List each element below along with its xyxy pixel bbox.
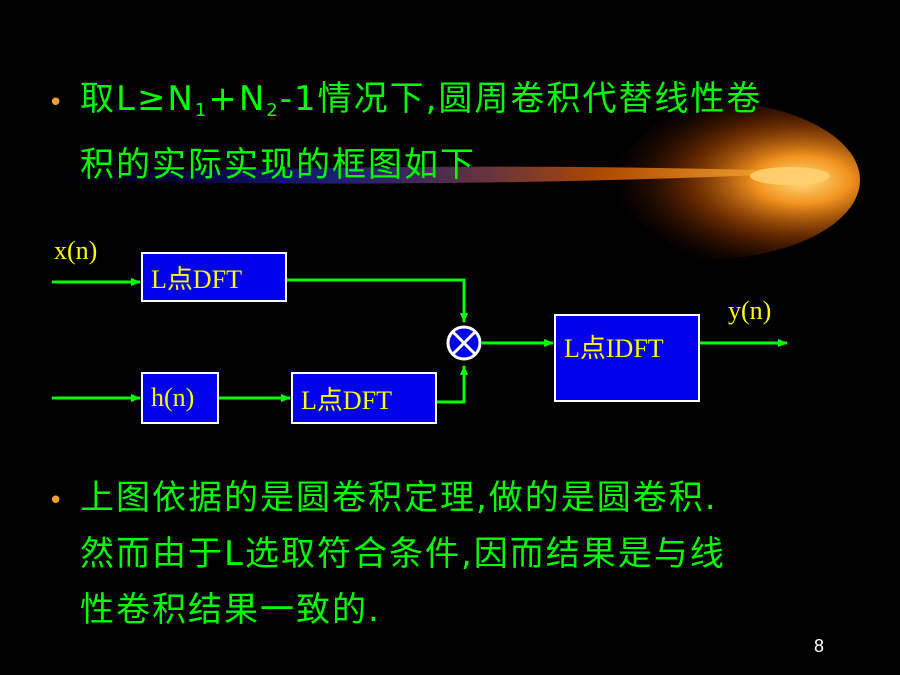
output-y-label: y(n) — [728, 296, 772, 325]
input-x-label: x(n) — [54, 236, 98, 265]
idft-block: L点IDFT — [554, 314, 700, 402]
title-suffix: -1情况下,圆周卷积代替线性卷 — [279, 79, 763, 119]
title-prefix: 取L≥N — [80, 79, 195, 119]
body-line-1: 上图依据的是圆卷积定理,做的是圆卷积. — [80, 478, 718, 518]
title-sub1: 1 — [194, 100, 209, 121]
body-line-2: 然而由于L选取符合条件,因而结果是与线 — [80, 534, 726, 574]
dft-block-bottom: L点DFT — [291, 372, 437, 424]
title-sub2: 2 — [266, 100, 280, 121]
multiplier-icon — [446, 325, 482, 361]
title-line2: 积的实际实现的框图如下 — [80, 145, 476, 185]
page-number: 8 — [813, 636, 824, 656]
body-bullet: • — [48, 486, 64, 516]
title-text: 取L≥N1+N2-1情况下,圆周卷积代替线性卷 积的实际实现的框图如下 — [80, 72, 762, 192]
body-text: 上图依据的是圆卷积定理,做的是圆卷积. 然而由于L选取符合条件,因而结果是与线 … — [80, 470, 726, 638]
dft-block-top: L点DFT — [141, 252, 287, 302]
title-bullet: • — [48, 88, 64, 118]
wire-top-dft-to-mult — [286, 278, 468, 323]
wire-bottom-dft-to-mult — [436, 365, 468, 404]
h-block: h(n) — [141, 372, 219, 424]
title-mid: +N — [208, 79, 267, 119]
body-line-3: 性卷积结果一致的. — [80, 590, 381, 630]
